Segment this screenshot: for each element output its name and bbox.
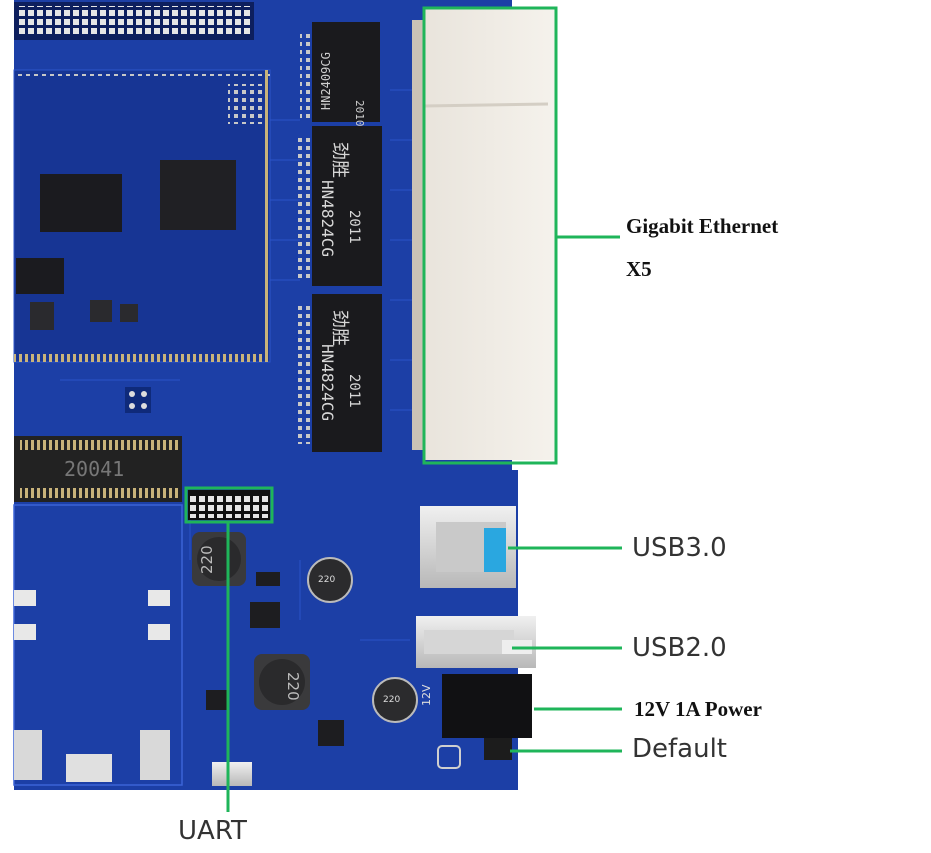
svg-text:220: 220 bbox=[318, 575, 335, 585]
transformer-top-mark: HN2409CG bbox=[319, 52, 333, 110]
default-button bbox=[484, 738, 512, 760]
svg-text:劲胜: 劲胜 bbox=[329, 310, 350, 346]
chip-cpu bbox=[160, 160, 236, 230]
label-uart: UART bbox=[178, 816, 247, 846]
label-power: 12V 1A Power bbox=[634, 697, 762, 721]
inductor-top: 220 bbox=[192, 532, 246, 586]
rj45-ports bbox=[412, 8, 556, 460]
transformer-bot: 劲胜 HN4824CG 2011 bbox=[296, 294, 382, 452]
transformer-mid: 劲胜 HN4824CG 2011 bbox=[296, 126, 382, 286]
label-ethernet-count: X5 bbox=[626, 257, 652, 281]
capacitor-1: 220 bbox=[307, 557, 353, 603]
label-usb3: USB3.0 bbox=[632, 533, 727, 563]
svg-text:220: 220 bbox=[383, 695, 400, 705]
uart-micro-usb bbox=[212, 762, 252, 786]
m2-slot: 20041 bbox=[14, 436, 182, 502]
svg-text:劲胜: 劲胜 bbox=[329, 142, 350, 178]
callouts bbox=[184, 6, 622, 812]
label-default: Default bbox=[632, 734, 727, 764]
transformer-bot-mark: HN4824CG bbox=[318, 344, 337, 421]
label-ethernet: Gigabit Ethernet bbox=[626, 214, 779, 238]
capacitor-2: 220 bbox=[372, 677, 418, 723]
usb3-port bbox=[420, 506, 516, 588]
svg-text:20041: 20041 bbox=[64, 457, 124, 481]
transformer-mid-mark: HN4824CG bbox=[318, 180, 337, 257]
svg-text:220: 220 bbox=[284, 672, 302, 701]
svg-text:220: 220 bbox=[198, 545, 216, 574]
power-jack: 12V bbox=[420, 674, 532, 738]
usb2-port bbox=[416, 616, 536, 668]
svg-text:2011: 2011 bbox=[346, 374, 362, 408]
label-usb2: USB2.0 bbox=[632, 633, 727, 663]
svg-text:12V: 12V bbox=[420, 684, 433, 706]
inductor-bot: 220 bbox=[254, 654, 310, 710]
transformer-top: HN2409CG 2010 bbox=[300, 22, 380, 127]
svg-text:2011: 2011 bbox=[346, 210, 362, 244]
svg-text:2010: 2010 bbox=[353, 100, 366, 127]
chip-emmc bbox=[40, 174, 122, 232]
